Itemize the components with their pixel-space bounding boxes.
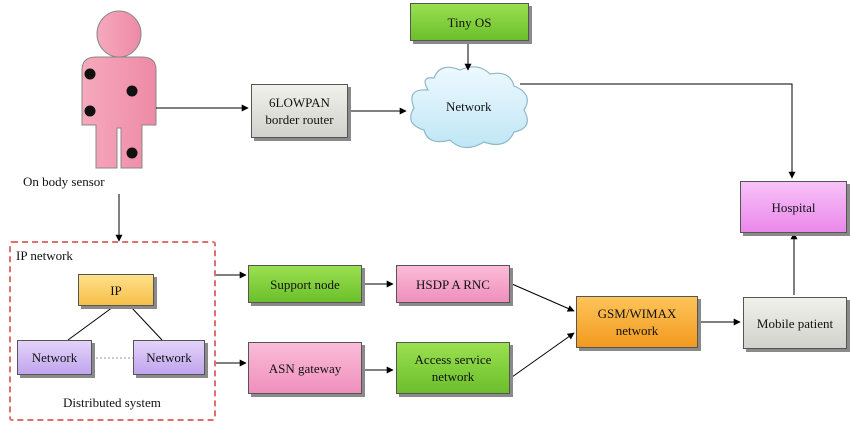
sensor-dot — [84, 105, 96, 117]
hsdpa-rnc-label: HSDP A RNC — [416, 276, 490, 292]
support-node-box: Support node — [248, 265, 362, 303]
ip-network-region — [9, 241, 216, 421]
access-service-box: Access service network — [396, 342, 510, 394]
on-body-sensor-label: On body sensor — [23, 174, 105, 189]
hospital-label: Hospital — [771, 199, 816, 215]
tiny-os-label: Tiny OS — [447, 14, 492, 30]
network-cloud-label: Network — [446, 99, 492, 114]
hospital-box: Hospital — [740, 181, 847, 233]
distributed-system-label: Distributed system — [63, 395, 161, 410]
hsdpa-rnc-box: HSDP A RNC — [396, 265, 510, 303]
border-router-label: 6LOWPAN border router — [265, 95, 334, 127]
mobile-patient-label: Mobile patient — [756, 315, 834, 331]
asn-gateway-label: ASN gateway — [268, 360, 342, 376]
tiny-os-box: Tiny OS — [410, 3, 529, 41]
sensor-dot — [84, 68, 96, 80]
network-right-label: Network — [146, 350, 192, 365]
network-cloud-shape — [410, 66, 528, 149]
network-box-left: Network — [17, 340, 92, 375]
ip-label: IP — [110, 282, 122, 298]
gsm-wimax-box: GSM/WIMAX network — [576, 296, 698, 348]
mobile-patient-box: Mobile patient — [743, 297, 847, 349]
ip-box: IP — [78, 274, 154, 306]
network-left-label: Network — [31, 350, 78, 365]
person-head — [96, 10, 142, 58]
network-box-right: Network — [133, 340, 205, 375]
connectors — [67, 42, 798, 378]
support-node-label: Support node — [270, 276, 340, 292]
person-body — [81, 56, 157, 169]
sensor-dot — [126, 147, 138, 159]
person-figure — [81, 10, 157, 169]
asn-gateway-box: ASN gateway — [248, 342, 362, 394]
access-service-label: Access service network — [414, 352, 492, 384]
border-router-box: 6LOWPAN border router — [251, 84, 348, 138]
ip-network-label: IP network — [16, 248, 73, 263]
gsm-wimax-label: GSM/WIMAX network — [597, 306, 677, 338]
sensor-dot — [126, 85, 138, 97]
